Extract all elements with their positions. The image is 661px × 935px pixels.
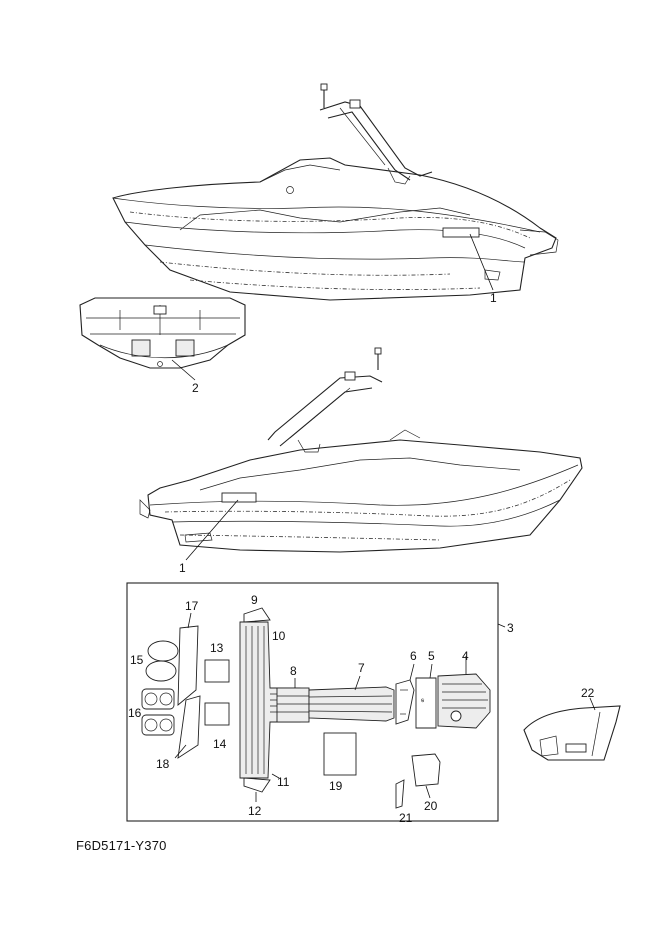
callout-15: 15	[130, 653, 144, 667]
mat-part-12	[243, 777, 271, 793]
decal-plate-bottom	[221, 492, 257, 503]
mat-part-13	[204, 659, 230, 683]
callout-1-bottom: 1	[179, 561, 186, 575]
mat-part-7	[308, 686, 395, 722]
callout-13: 13	[210, 641, 224, 655]
mat-part-15	[145, 640, 179, 682]
mat-part-19	[323, 732, 357, 776]
callout-19: 19	[329, 779, 343, 793]
leader-line-22	[589, 697, 596, 711]
callout-5: 5	[428, 649, 435, 663]
drawing-code: F6D5171-Y370	[76, 838, 167, 853]
leader-line-5	[429, 663, 433, 679]
mat-part-4	[437, 673, 491, 729]
callout-8: 8	[290, 664, 297, 678]
svg-text:ꞩ: ꞩ	[421, 698, 425, 704]
leader-line-6	[409, 663, 415, 681]
callout-4: 4	[462, 649, 469, 663]
callout-7: 7	[358, 661, 365, 675]
leader-line-3	[497, 623, 506, 628]
callout-6: 6	[410, 649, 417, 663]
callout-2: 2	[192, 381, 199, 395]
decal-plate-top	[442, 227, 480, 238]
leader-line-2	[171, 359, 196, 381]
callout-11: 11	[277, 775, 290, 789]
callout-20: 20	[424, 799, 438, 813]
callout-1-top: 1	[490, 291, 497, 305]
mat-part-5	[415, 677, 437, 729]
boat-side-view-top	[112, 83, 559, 301]
boat-stern-view	[79, 297, 246, 369]
leader-line-7	[354, 675, 361, 691]
leader-line-20	[425, 785, 431, 799]
callout-17: 17	[185, 599, 199, 613]
mat-part-16	[141, 688, 175, 736]
boat-side-view-bottom	[139, 347, 583, 553]
callout-14: 14	[213, 737, 227, 751]
mat-part-17	[177, 625, 199, 706]
leader-line-17	[187, 612, 192, 629]
callout-16: 16	[128, 706, 142, 720]
mat-part-9	[243, 607, 271, 623]
mat-kit-frame	[126, 582, 499, 822]
callout-12: 12	[248, 804, 262, 818]
mat-part-18	[177, 695, 201, 759]
leader-line-1-bottom	[185, 499, 239, 561]
mat-part-14	[204, 702, 230, 726]
mat-part-20	[411, 753, 441, 787]
mat-part-6	[395, 679, 415, 725]
callout-22: 22	[581, 686, 595, 700]
mat-part-21	[395, 779, 405, 809]
callout-21: 21	[399, 811, 413, 825]
callout-18: 18	[156, 757, 170, 771]
mat-part-8	[276, 687, 310, 723]
part-22	[523, 705, 621, 761]
leader-line-18	[174, 744, 187, 759]
callout-10: 10	[272, 629, 286, 643]
callout-3: 3	[507, 621, 514, 635]
leader-line-1-top	[469, 233, 494, 291]
leader-line-11	[271, 773, 280, 779]
callout-9: 9	[251, 593, 258, 607]
